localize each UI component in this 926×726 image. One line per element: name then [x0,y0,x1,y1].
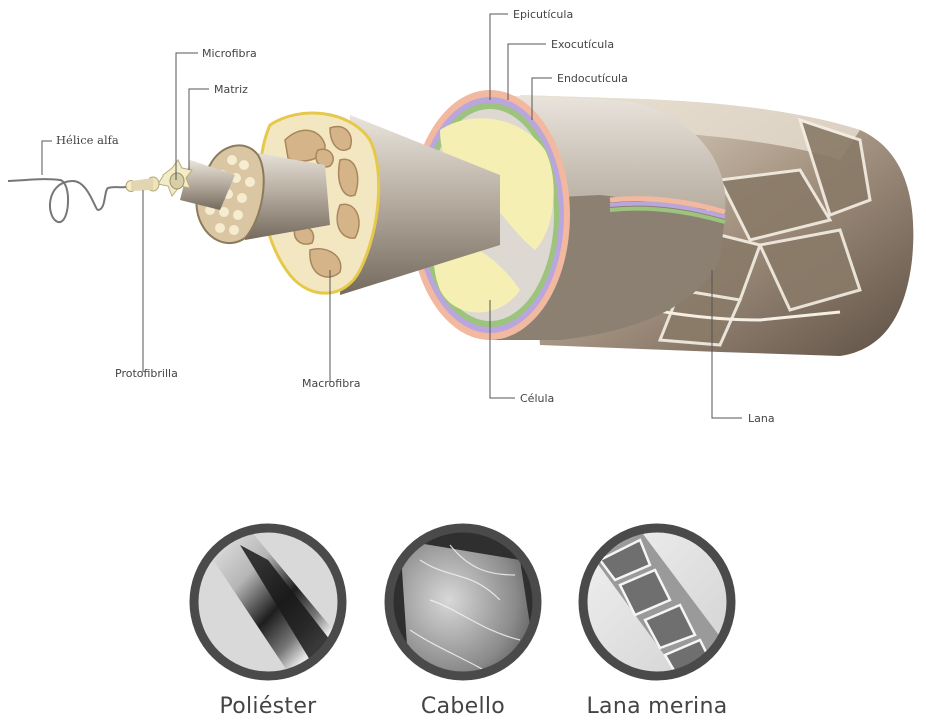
caption-merino-wool: Lana merina [586,694,728,719]
label-exocuticle: Exocutícula [551,38,615,51]
polyester-fiber-icon [189,523,347,681]
hair-fiber-icon [384,523,542,681]
leader-lines [41,13,742,419]
caption-hair: Cabello [420,694,506,719]
matrix-protofibril-illustration [125,159,235,210]
merino-wool-fiber-icon [578,523,736,681]
label-matrix: Matriz [214,83,248,96]
label-protofibril: Protofibrilla [115,367,178,380]
label-macrofibril: Macrofibra [302,377,361,390]
caption-polyester: Poliéster [219,694,317,719]
label-microfibril: Microfibra [202,47,257,60]
label-cell: Célula [520,392,555,405]
label-alpha-helix: Hélice alfa [56,133,119,147]
label-epicuticle: Epicutícula [513,8,574,21]
label-endocuticle: Endocutícula [557,72,628,85]
alpha-helix-curve [7,178,127,223]
label-wool: Lana [748,412,775,425]
